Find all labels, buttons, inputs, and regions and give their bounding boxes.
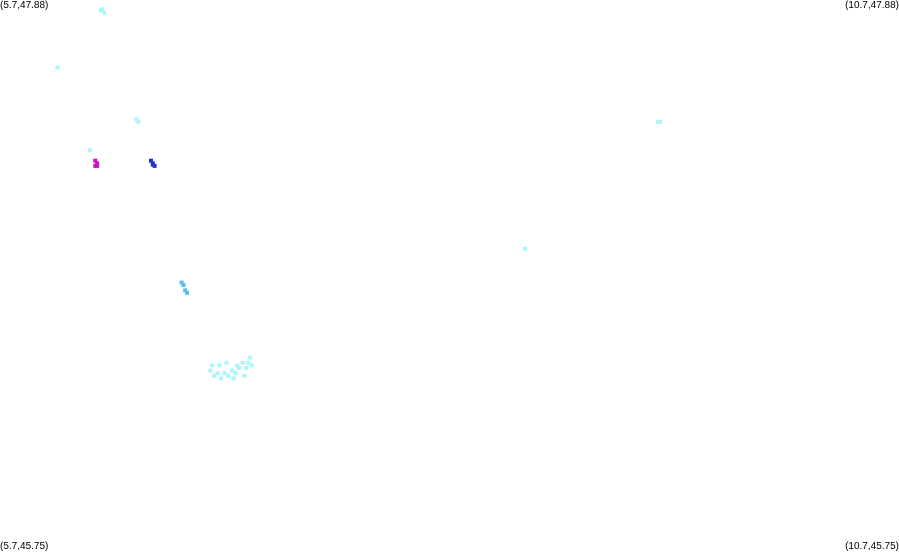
corner-label-bottom-left: (5.7,45.75): [0, 541, 49, 552]
map-point-cyan-22: [231, 376, 236, 381]
map-point-blue-0: [149, 158, 153, 163]
map-point-cyan-13: [219, 376, 224, 381]
map-point-cyan-2: [100, 7, 105, 12]
map-point-cyan-15: [226, 373, 231, 378]
map-point-magenta-1: [95, 161, 100, 166]
map-point-cyan-28: [246, 360, 251, 365]
map-point-cyan-20: [244, 366, 249, 370]
map-point-magenta-3: [95, 163, 100, 168]
map-point-blue-3: [150, 162, 155, 167]
map-point-cyan-9: [523, 246, 527, 251]
map-point-sky-1: [181, 283, 186, 288]
map-point-cyan-27: [242, 373, 247, 378]
map-point-magenta-0: [93, 158, 98, 163]
map-point-cyan-23: [210, 363, 215, 368]
map-point-cyan-19: [240, 360, 245, 365]
map-point-cyan-1: [102, 11, 107, 15]
map-point-cyan-8: [657, 119, 662, 124]
map-point-cyan-29: [249, 363, 254, 368]
map-point-sky-3: [185, 290, 189, 295]
map-point-cyan-3: [55, 65, 60, 70]
map-point-cyan-5: [136, 119, 141, 124]
map-point-cyan-10: [208, 368, 213, 373]
corner-label-top-right: (10.7,47.88): [845, 0, 899, 11]
corner-label-bottom-right: (10.7,45.75): [845, 541, 899, 552]
map-point-cyan-25: [224, 360, 229, 365]
map-point-sky-2: [183, 288, 188, 293]
map-point-cyan-12: [215, 371, 220, 376]
corner-label-top-left: (5.7,47.88): [0, 0, 49, 11]
map-point-cyan-21: [247, 355, 252, 360]
map-point-cyan-6: [87, 148, 92, 153]
map-point-cyan-4: [134, 117, 139, 122]
map-point-cyan-11: [212, 373, 216, 378]
map-point-cyan-18: [237, 366, 242, 370]
map-point-sky-0: [179, 280, 184, 285]
map-point-cyan-16: [229, 368, 234, 373]
map-point-cyan-17: [233, 371, 238, 376]
map-point-cyan-26: [235, 363, 240, 368]
map-point-cyan-14: [222, 371, 227, 376]
map-point-cyan-24: [217, 363, 222, 368]
